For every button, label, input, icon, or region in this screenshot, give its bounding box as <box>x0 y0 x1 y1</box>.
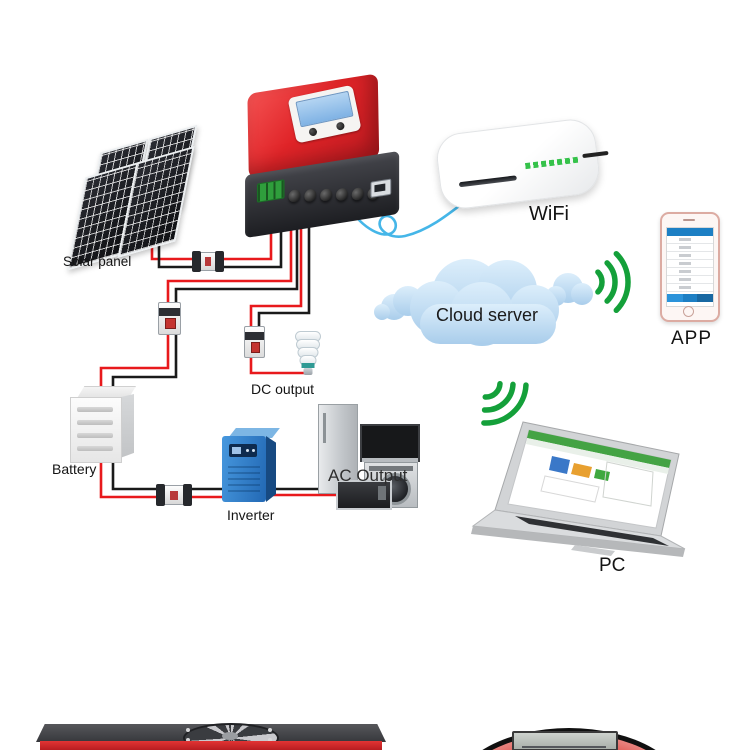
fan-screw <box>186 738 190 742</box>
pc-label: PC <box>599 555 626 576</box>
breaker-band <box>245 332 264 340</box>
breaker-toggle <box>204 257 212 266</box>
ac-output-label: AC Output <box>328 466 408 485</box>
terminal-post <box>304 188 317 203</box>
controller-sensor-terminal <box>256 179 285 203</box>
controller-button <box>335 121 346 131</box>
dc-output-label: DC output <box>251 381 315 397</box>
battery-negative-wire <box>111 332 224 491</box>
app-label: APP <box>671 328 713 349</box>
television <box>360 424 420 462</box>
fan-screw <box>268 728 272 732</box>
fan-screw <box>268 738 272 742</box>
inverter-lcd <box>232 447 241 454</box>
refrigerator <box>318 404 358 494</box>
battery-front-face <box>70 397 122 463</box>
battery-side-face <box>120 394 134 458</box>
ethernet-port <box>370 178 392 198</box>
smartphone <box>660 212 720 322</box>
breaker-toggle <box>250 342 261 353</box>
inverter-label: Inverter <box>227 507 275 523</box>
cfl-bulb <box>295 331 321 377</box>
wifi-signal-icon <box>595 250 631 314</box>
inverter-circuit-breaker <box>156 484 192 506</box>
load-positive-wire <box>249 212 303 327</box>
breaker-clamp <box>215 251 224 272</box>
phone-home-button <box>683 306 694 317</box>
inverter-vents <box>228 466 260 494</box>
round-controller-lcd <box>512 731 618 750</box>
controller-button <box>308 127 318 137</box>
bulb-base <box>303 368 313 375</box>
terminal-post <box>320 187 332 202</box>
phone-app-screen <box>666 227 714 307</box>
terminal-post <box>288 188 301 203</box>
washer-control-panel <box>369 466 413 471</box>
battery-slat <box>77 446 113 451</box>
battery-slat <box>77 407 113 412</box>
battery-circuit-breaker <box>158 302 181 335</box>
breaker-clamp <box>192 251 201 272</box>
load-negative-wire <box>257 212 311 327</box>
microwave-oven <box>336 480 392 510</box>
breaker-toggle <box>170 490 178 500</box>
inverter-button <box>246 449 249 452</box>
battery-label: Battery <box>52 461 97 477</box>
breaker-band <box>159 308 180 316</box>
router-led-strip <box>524 156 580 170</box>
inverter-button <box>252 449 255 452</box>
battery-slat <box>77 420 113 425</box>
laptop <box>471 421 686 557</box>
router-vent-slit <box>458 175 517 188</box>
pv-negative-wire <box>157 238 194 269</box>
tv-stand <box>362 458 418 462</box>
battery-negative-wire <box>174 212 299 304</box>
fan-hub <box>222 732 238 740</box>
breaker-toggle <box>165 318 176 329</box>
wifi-signal-icon <box>481 380 529 426</box>
wifi-label: WiFi <box>529 203 569 225</box>
inverter-front-face <box>222 436 266 502</box>
app-header-bar <box>667 228 713 236</box>
breaker-clamp <box>156 484 165 506</box>
round-controller-photo <box>450 724 678 750</box>
bulb-base-band <box>301 363 315 368</box>
network-cable <box>348 194 474 238</box>
inverter-side-face <box>266 436 276 502</box>
cloud-server-graphic <box>374 259 593 346</box>
solar-panel-label: Solar panel <box>63 254 132 269</box>
cloud-server-label: Cloud server <box>436 305 539 325</box>
controller-lcd-screen <box>295 90 354 128</box>
battery-positive-wire <box>166 210 293 304</box>
battery-positive-wire <box>99 332 224 499</box>
fan-screw <box>186 728 190 732</box>
app-field-values <box>679 238 691 290</box>
charge-controller <box>228 73 405 240</box>
app-tab-bar <box>667 294 713 302</box>
terminal-post <box>335 187 348 202</box>
battery-slat <box>77 433 113 438</box>
terminal-post <box>351 186 364 201</box>
phone-speaker <box>683 219 695 221</box>
inverter-control-panel <box>229 444 257 457</box>
controller-red-body <box>40 741 382 750</box>
breaker-clamp <box>183 484 192 506</box>
pv-circuit-breaker <box>192 251 224 272</box>
controller-top-view-photo <box>36 720 386 750</box>
dc-load-circuit-breaker <box>244 326 265 358</box>
